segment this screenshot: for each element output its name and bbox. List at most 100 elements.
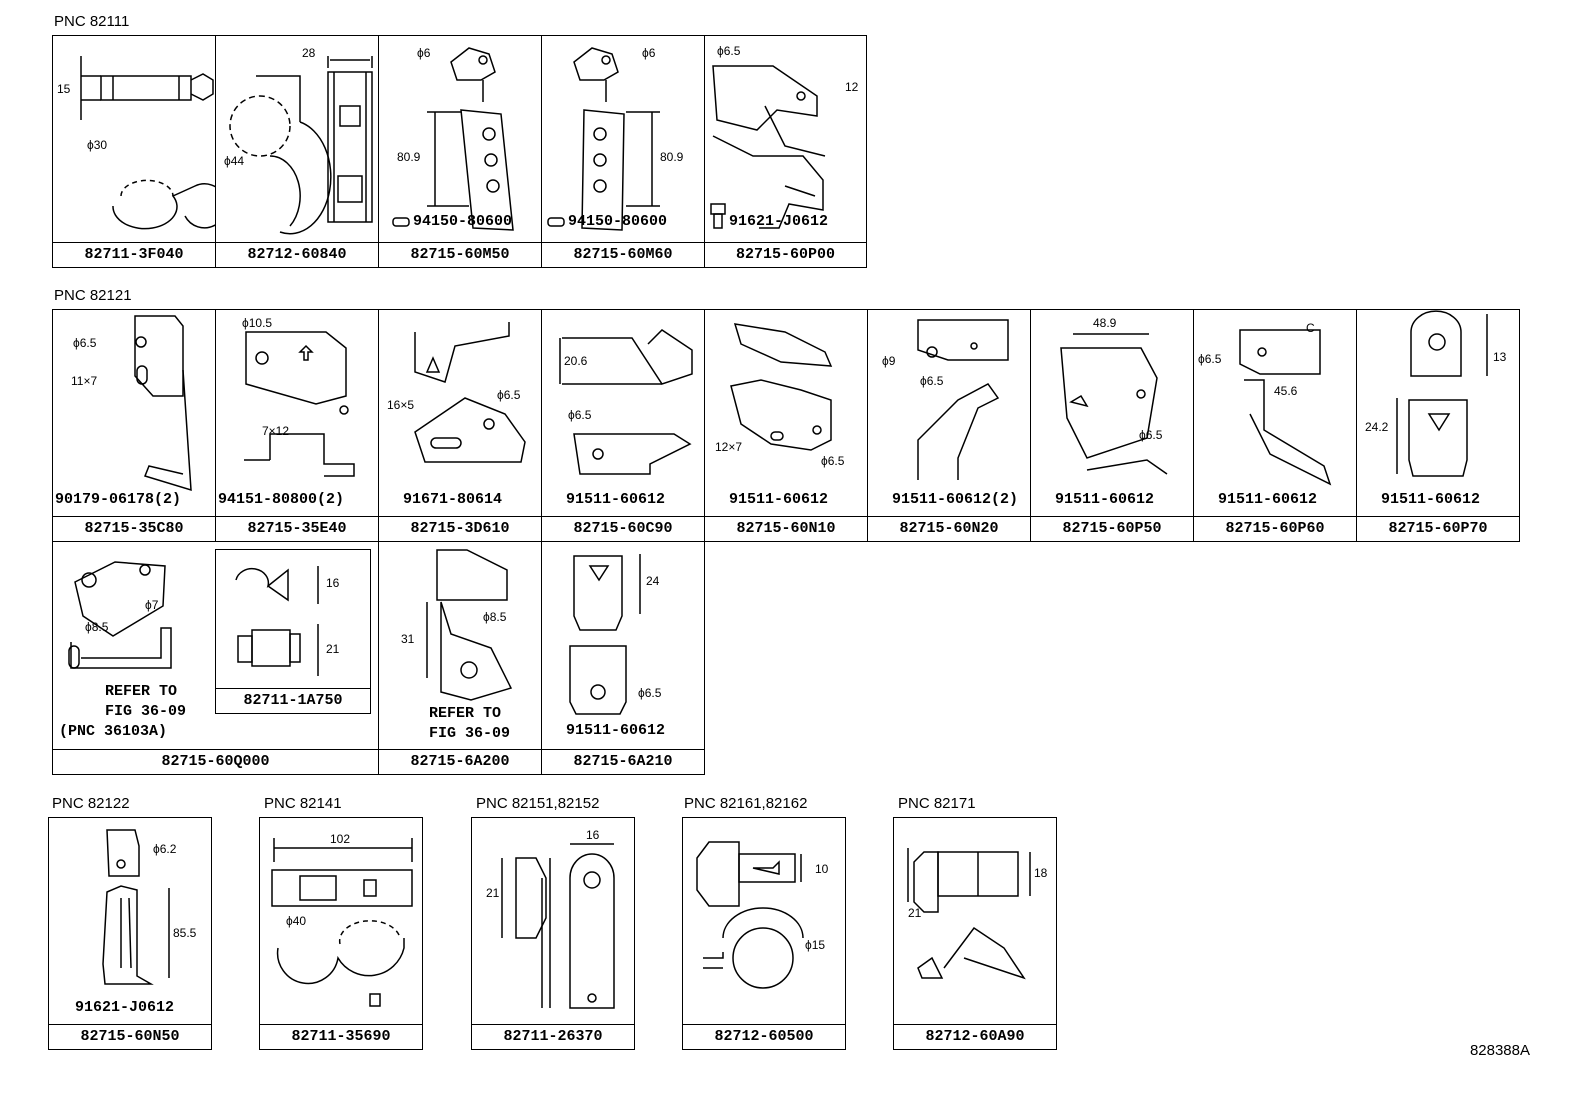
dim-diameter-a: ϕ7 (145, 598, 159, 612)
dim-height: 13 (1493, 350, 1507, 364)
bracket-drawing (244, 331, 355, 477)
dim-diameter: ϕ6.5 (1139, 428, 1163, 442)
bracket-drawing (414, 322, 526, 463)
part-cell-82715-60C90[interactable]: 20.6 ϕ6.5 91511-60612 82715-60C90 (541, 309, 705, 542)
bracket-drawing (917, 319, 1009, 480)
bracket-drawing (730, 323, 833, 451)
part-number: 82715-60N50 (49, 1024, 211, 1049)
dim-length: 80.9 (660, 150, 684, 164)
dim-diameter: ϕ15 (805, 938, 826, 952)
bracket-drawing (134, 315, 192, 492)
part-cell-82715-35C80[interactable]: ϕ6.5 11×7 90179-06178(2) 82715-35C80 (52, 309, 216, 542)
group-label-82122: PNC 82122 (52, 795, 130, 812)
dim-height: 15 (57, 82, 71, 96)
sub-part-number: 91511-60612 (1218, 491, 1318, 508)
sub-part-number: 94151-80800(2) (218, 491, 345, 508)
bracket-drawing (68, 561, 172, 669)
dim-diameter: ϕ6.5 (568, 408, 592, 422)
dim-length: 80.9 (397, 150, 421, 164)
dim-height: 10 (815, 862, 829, 876)
dim-height: 12 (845, 80, 859, 94)
part-cell-82712-60500[interactable]: 10 ϕ15 82712-60500 (682, 817, 846, 1050)
part-number: 82715-60C90 (542, 516, 704, 541)
part-cell-82711-3F040[interactable]: 15 ϕ30 82711-3F040 (52, 35, 217, 268)
part-cell-82715-60N10[interactable]: 12×7 ϕ6.5 91511-60612 82715-60N10 (704, 309, 868, 542)
dim-height: 20.6 (564, 354, 588, 368)
part-number: 82712-60840 (216, 242, 378, 267)
dim-width: 28 (302, 46, 316, 60)
dim-width: 45.6 (1274, 384, 1298, 398)
clip-drawing (235, 566, 319, 676)
dim-width: 102 (330, 832, 351, 846)
part-number: 82715-60Q000 (53, 749, 378, 774)
part-cell-82715-60P70[interactable]: 13 24.2 91511-60612 82715-60P70 (1356, 309, 1520, 542)
sub-part-number: 94150-80600 (568, 213, 668, 230)
part-cell-82715-60P60[interactable]: C ϕ6.5 45.6 91511-60612 82715-60P60 (1193, 309, 1357, 542)
bracket-drawing (547, 47, 660, 231)
part-number: 82715-35C80 (53, 516, 215, 541)
dim-diameter: ϕ40 (286, 914, 307, 928)
sub-part-number: 91671-80614 (403, 491, 503, 508)
dim-diameter-b: ϕ6.5 (920, 374, 944, 388)
bracket-drawing (102, 829, 170, 985)
dim-diameter: ϕ8.5 (483, 610, 507, 624)
part-cell-82711-26370[interactable]: 16 21 82711-26370 (471, 817, 635, 1050)
group-label-82171: PNC 82171 (898, 795, 976, 812)
part-number: 82715-60P60 (1194, 516, 1356, 541)
refer-note: REFER TO FIG 36-09 (PNC 36103A) (59, 683, 187, 740)
group-label-82141: PNC 82141 (264, 795, 342, 812)
sub-part-number: 91511-60612 (566, 491, 666, 508)
clip-drawing (696, 841, 804, 989)
drawing-code: 828388A (1469, 1042, 1530, 1059)
part-cell-82715-6A200[interactable]: 31 ϕ8.5 REFER TO FIG 36-09 82715-6A200 (378, 541, 542, 775)
part-cell-82715-60P00[interactable]: ϕ6.5 12 91621-J0612 82715-60P00 (704, 35, 867, 268)
part-cell-82715-6A210[interactable]: 24 ϕ6.5 91511-60612 82715-6A210 (541, 541, 705, 775)
dim-slot: 12×7 (715, 440, 743, 454)
part-number: 82715-35E40 (216, 516, 378, 541)
bracket-drawing (392, 47, 514, 231)
sub-part-number: 91511-60612 (1381, 491, 1481, 508)
part-number: 82715-6A210 (542, 749, 704, 774)
dim-height: 31 (401, 632, 415, 646)
part-number: 82715-60P70 (1357, 516, 1519, 541)
dim-diameter: ϕ10.5 (242, 316, 273, 330)
part-number: 82715-60N20 (868, 516, 1030, 541)
dim-diameter: ϕ30 (87, 138, 108, 152)
bracket-drawing (569, 554, 641, 715)
group-label-82151: PNC 82151,82152 (476, 795, 600, 812)
dim-width: 16 (586, 828, 600, 842)
part-number: 82715-60M60 (542, 242, 704, 267)
part-cell-82712-60840[interactable]: 28 ϕ44 82712-60840 (215, 35, 379, 268)
sub-part-number: 94150-80600 (413, 213, 513, 230)
dim-diameter: ϕ6.5 (638, 686, 662, 700)
sub-part-number: 91621-J0612 (729, 213, 829, 230)
clip-drawing (80, 56, 217, 230)
bracket-drawing (426, 549, 513, 701)
dim-slot: 11×7 (71, 374, 98, 388)
part-cell-82715-60M50[interactable]: ϕ6 80.9 94150-80600 82715-60M50 (378, 35, 542, 268)
bracket-drawing (1060, 333, 1168, 475)
bracket-drawing (710, 65, 826, 229)
part-number: 82715-3D610 (379, 516, 541, 541)
part-cell-82711-1A750[interactable]: 16 21 82711-1A750 (215, 549, 371, 714)
part-cell-82715-3D610[interactable]: 16×5 ϕ6.5 91671-80614 82715-3D610 (378, 309, 542, 542)
part-cell-82715-60P50[interactable]: 48.9 ϕ6.5 91511-60612 82715-60P50 (1030, 309, 1194, 542)
part-cell-82711-35690[interactable]: 102 ϕ40 82711-35690 (259, 817, 423, 1050)
clamp-drawing (271, 838, 413, 1007)
dim-diameter-a: ϕ9 (882, 354, 896, 368)
bracket-drawing (1396, 310, 1488, 477)
part-cell-82715-35E40[interactable]: ϕ10.5 7×12 94151-80800(2) 82715-35E40 (215, 309, 379, 542)
part-cell-82715-60M60[interactable]: ϕ6 80.9 94150-80600 82715-60M60 (541, 35, 705, 268)
part-number: 82715-60P00 (705, 242, 866, 267)
dim-length: 24.2 (1365, 420, 1389, 434)
part-number: 82712-60A90 (894, 1024, 1056, 1049)
part-cell-82712-60A90[interactable]: 18 21 82712-60A90 (893, 817, 1057, 1050)
part-cell-82715-60N50[interactable]: ϕ6.2 85.5 91621-J0612 82715-60N50 (48, 817, 212, 1050)
sub-part-number: 91511-60612(2) (892, 491, 1019, 508)
part-number: 82711-35690 (260, 1024, 422, 1049)
dim-diameter: ϕ6.5 (717, 44, 741, 58)
part-cell-82715-60N20[interactable]: ϕ9 ϕ6.5 91511-60612(2) 82715-60N20 (867, 309, 1031, 542)
dim-slot: 7×12 (262, 424, 290, 438)
dim-length: 85.5 (173, 926, 197, 940)
dim-diameter: ϕ6 (642, 46, 656, 60)
